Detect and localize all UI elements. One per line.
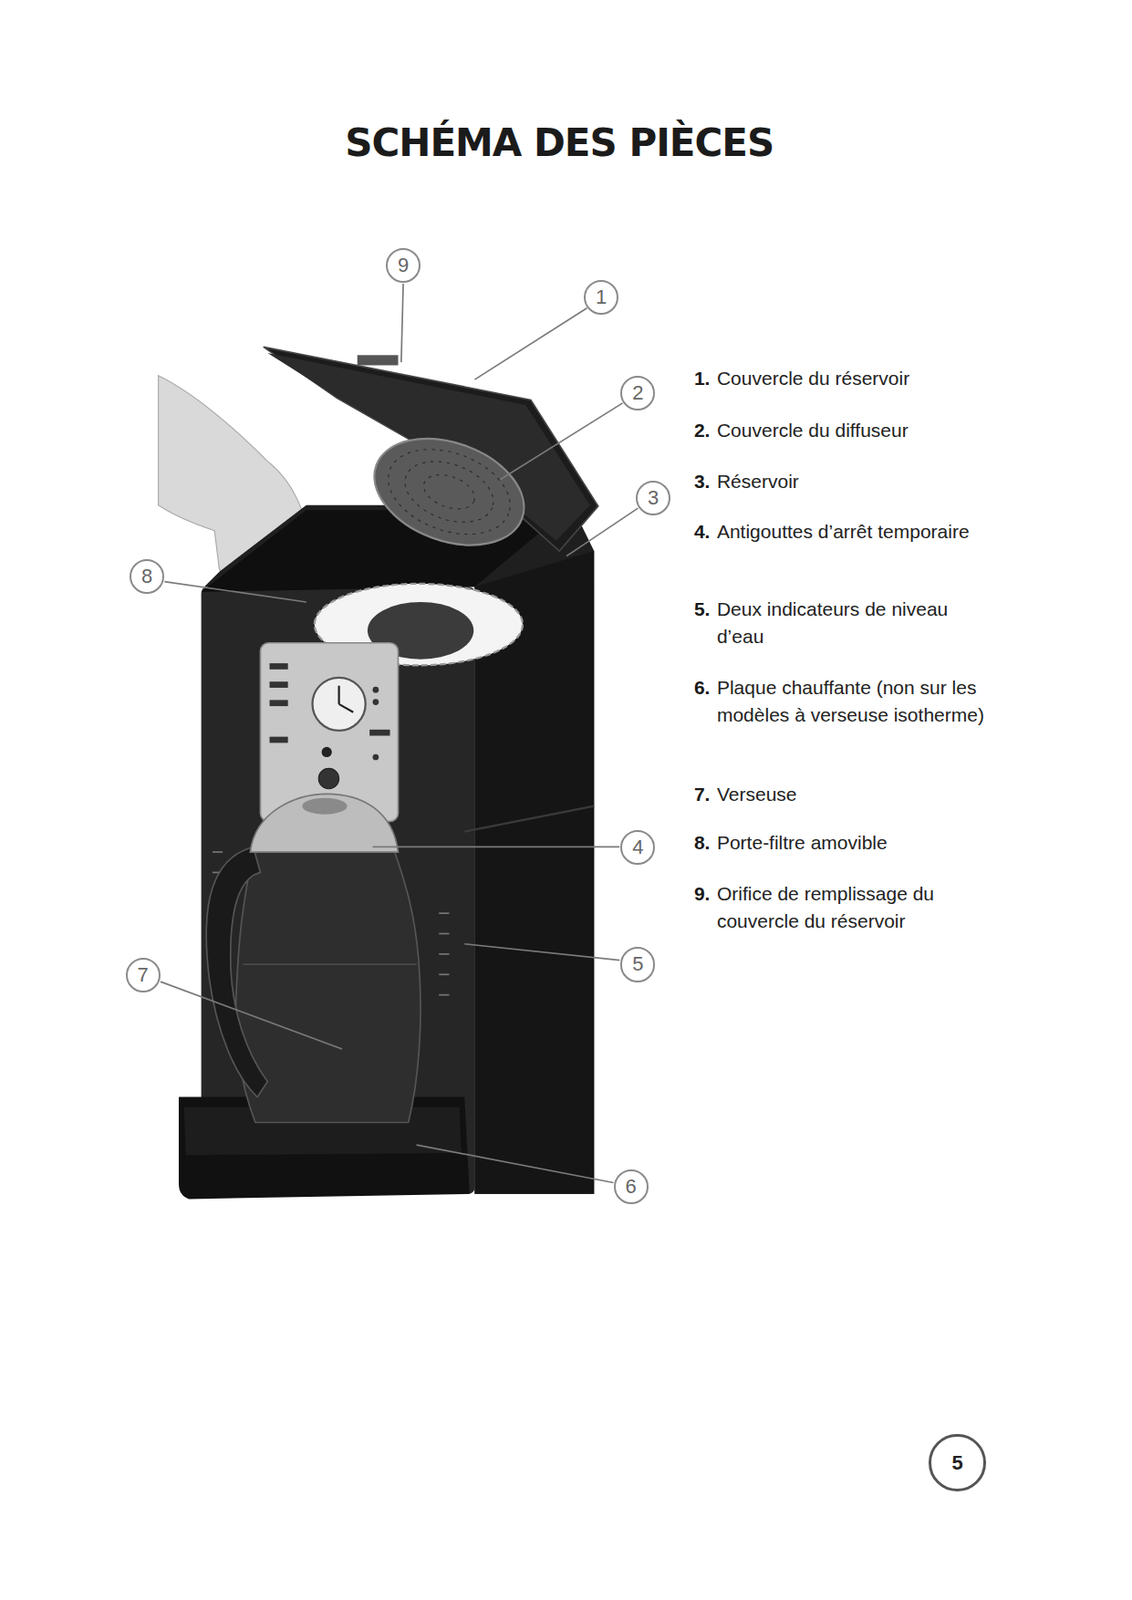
callout-number: 3 [635,480,671,516]
item-number: 9. [694,880,711,908]
callout-number: 8 [129,559,165,594]
callout-number: 2 [620,375,655,411]
callout-number: 7 [125,957,161,993]
callout-text: 4 [632,837,644,858]
part-name: Orifice de remplissage du couvercle du r… [716,880,991,935]
page-number: 5 [928,1433,987,1492]
callout-number: 4 [620,830,655,865]
item-number: 4. [694,518,711,546]
part-name: Réservoir [716,467,991,496]
callout-number: 5 [620,946,655,982]
callout-text: 3 [647,488,659,509]
item-number: 6. [694,674,711,702]
callout-text: 6 [624,1176,636,1197]
callout-text: 5 [952,1453,964,1474]
callout-text: 5 [632,954,644,975]
item-number: 2. [694,416,711,445]
callout-number: 9 [385,248,421,283]
callout-text: 9 [397,255,409,276]
item-number: 3. [694,467,711,496]
item-number: 1. [694,364,711,393]
part-name: Plaque chauffante (non sur les modèles à… [716,674,991,729]
part-name: Couvercle du réservoir [716,364,991,393]
callout-number: 1 [583,280,619,315]
part-name: Couvercle du diffuseur [716,416,991,445]
page-title: SCHÉMA DES PIÈCES [344,120,774,166]
callout-text: 2 [632,383,644,404]
callout-text: 7 [137,965,149,986]
item-number: 8. [694,829,711,857]
item-number: 5. [694,595,711,624]
item-number: 7. [694,780,711,809]
callout-text: 8 [141,566,153,587]
part-name: Porte-filtre amovible [716,829,991,857]
part-name: Antigouttes d’arrêt temporaire [716,518,991,546]
part-name: Verseuse [716,780,991,809]
part-name: Deux indicateurs de niveau d’eau [716,595,991,651]
callout-number: 6 [613,1169,649,1205]
callout-text: 1 [595,287,607,308]
